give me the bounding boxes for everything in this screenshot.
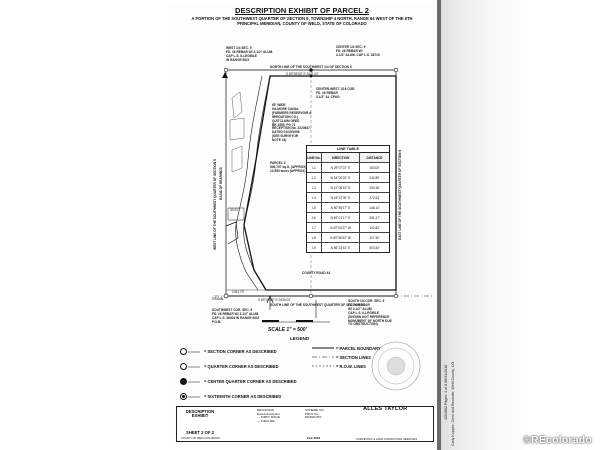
southwest-corner-label: SOUTHWEST COR. SEC. 9 FD. #6 REBAR W/ 3-…	[212, 308, 260, 324]
scan-background	[441, 0, 600, 450]
legend-sixteenth-corner: = SIXTEENTH CORNER AS DESCRIBED	[204, 394, 282, 399]
west-line-label: WEST LINE OF THE SOUTHWEST QUARTER OF SE…	[213, 159, 217, 250]
header-distance: DISTANCE	[366, 155, 383, 160]
legend-quarter-corner: = QUARTER CORNER AS DESCRIBED	[204, 364, 279, 369]
document-title: DESCRIPTION EXHIBIT OF PARCEL 2	[235, 6, 369, 15]
line-number: L7	[307, 223, 322, 232]
firm-subtitle: SURVEYING & LAND CONSULTING SERVICES	[356, 437, 418, 441]
south-line-label: SOUTH LINE OF THE SOUTHWEST QUARTER OF S…	[270, 303, 363, 307]
line-number: L2	[307, 173, 322, 182]
clerk-stamp: Carly Koppes, Clerk and Recorder, Weld C…	[451, 361, 455, 446]
legend-section-corner: = SECTION CORNER AS DESCRIBED	[204, 349, 277, 354]
line-direction: N 49°01'17" E	[322, 213, 360, 222]
header-direction: DIRECTION	[322, 153, 360, 162]
title-block: DESCRIPTION EXHIBIT SHEET 2 OF 2 COUNTY …	[176, 406, 434, 442]
section-corner-icon	[180, 348, 187, 355]
firm-name: ALLES TAYLOR	[363, 406, 408, 412]
line-distance: 148.14'	[369, 205, 380, 210]
scale-label: SCALE 1" = 500'	[268, 327, 307, 333]
line-table: LINE TABLE LINE No. DIRECTION DISTANCE L…	[306, 145, 390, 253]
legend-row-lines: = R.O.W. LINES	[336, 364, 366, 369]
exhibit-label: DESCRIPTION EXHIBIT	[185, 409, 215, 418]
line-table-header: LINE No. DIRECTION DISTANCE	[307, 153, 389, 163]
line-direction: N 41°05'19" E	[322, 183, 360, 192]
sheet-edge	[437, 0, 441, 450]
county-road-label: COUNTY ROAD 44	[302, 271, 331, 275]
document-subtitle: A PORTION OF THE SOUTHWEST QUARTER OF SE…	[191, 16, 413, 27]
line-direction: N 44°37'00" E	[322, 193, 360, 202]
legend-parcel-boundary: = PARCEL BOUNDARY	[336, 346, 381, 351]
dim-bottom-label: 1041.70'	[232, 290, 245, 294]
parcel-label: PARCEL 2 546,797 sq.ft. (APPROX) 12.553 …	[270, 161, 307, 173]
line-distance: 153.00'	[369, 165, 380, 170]
line-number: L8	[307, 233, 322, 242]
basis-of-bearings-label: BASIS OF BEARINGS	[219, 167, 223, 200]
line-distance: 153.36'	[369, 185, 380, 190]
sixteenth-corner-icon	[180, 393, 187, 400]
north-bearing-label: S 89°39'03" E 2641.02'	[286, 72, 319, 76]
recording-number: 4264862 Pages: 4 of 8 08/31/2016	[444, 364, 448, 420]
line-direction: N 29°07'37" E	[322, 163, 360, 172]
tpob-label: T.P.O.B.	[212, 297, 224, 301]
quarter-corner-icon	[180, 363, 187, 370]
line-direction: N 34°00'22" E	[322, 173, 360, 182]
line-distance: 272.63'	[369, 195, 380, 200]
west-quarter-label: WEST 1/4 SEC. 9 FD. #6 REBAR W/ 2-1/2" A…	[226, 46, 274, 62]
line-number: L6	[307, 213, 322, 222]
line-table-title: LINE TABLE	[307, 146, 389, 153]
legend-center-quarter: = CENTER QUARTER CORNER AS DESCRIBED	[204, 379, 297, 384]
date-label: Feb 2016	[307, 436, 321, 440]
legend-title: LEGEND	[290, 336, 310, 341]
line-distance: 117.30'	[369, 235, 380, 240]
line-number: L9	[307, 243, 322, 252]
center-west-corner-label: CENTER-WEST 1/16 COR. FD. #6 REBAR 3-1/2…	[316, 87, 356, 99]
line-direction: N 56°23'41" E	[322, 243, 360, 252]
recolorado-watermark: ®REcolorado	[523, 434, 592, 446]
line-direction: N 50°55'17" E	[322, 203, 360, 212]
line-number: L4	[307, 193, 322, 202]
line-number: L5	[307, 203, 322, 212]
line-number: L3	[307, 183, 322, 192]
sheet-label: SHEET 2 OF 2	[186, 430, 214, 435]
dim-30-label: 30.00'	[230, 208, 239, 212]
line-distance: 242.89'	[369, 175, 380, 180]
revisions-block: REVISIONS Date Description — FIRST ISSUE…	[257, 408, 280, 424]
project-block: SCHEME NO. PROJ No. DRAWN BY:	[305, 408, 325, 420]
east-line-label: EAST LINE OF THE SOUTHWEST QUARTER OF SE…	[398, 149, 402, 240]
center-quarter-label: CENTER 1/4 SEC. 9 FD. #6 REBAR W/ 3-1/4"…	[336, 45, 380, 57]
line-distance: 303.44'	[369, 245, 380, 250]
legend-section-lines: = SECTION LINES	[336, 355, 371, 360]
south-quarter-label: SOUTH 1/4 COR. SEC. 9 FD. #6 REBAR W/ 2-…	[348, 299, 392, 327]
north-line-label: NORTH LINE OF THE SOUTHWEST 1/4 OF SECTI…	[270, 65, 352, 69]
line-direction: N 00°04'27" W	[322, 223, 360, 232]
line-distance: 142.82'	[369, 225, 380, 230]
line-number: L1	[307, 163, 322, 172]
line-distance: 251.27'	[369, 215, 380, 220]
sheet-sub-label: COUNTY OF WELD COLORADO	[181, 437, 221, 440]
line-direction: N 89°36'33" W	[322, 233, 360, 242]
center-quarter-icon	[180, 378, 187, 385]
header-line-no: LINE No.	[307, 153, 322, 162]
south-bearing-label: S 89°39'56" E 2630.00'	[258, 298, 291, 302]
canal-label: 65' WIDE GILMORE CANAL (FARMERS RESERVOI…	[272, 103, 312, 143]
